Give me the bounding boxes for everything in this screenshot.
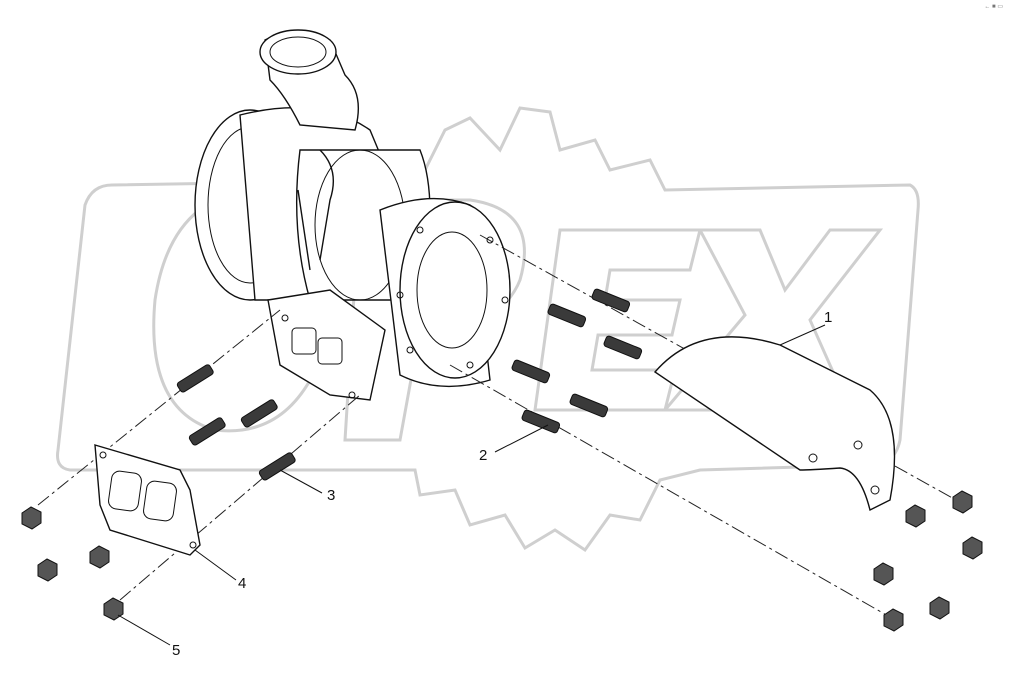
corner-mark: ← ■ ▭ <box>984 4 1003 10</box>
stud <box>603 335 643 360</box>
stud <box>240 399 278 428</box>
studs <box>176 288 643 481</box>
nut <box>883 608 904 632</box>
stud <box>521 409 561 434</box>
leader-5 <box>117 614 171 646</box>
callout-5: 5 <box>172 642 180 659</box>
turbocharger-assembly <box>194 29 511 401</box>
stud <box>591 288 631 313</box>
leader-1 <box>779 324 826 346</box>
nut <box>929 596 950 620</box>
stud <box>258 452 296 481</box>
callout-2: 2 <box>479 447 487 464</box>
nut <box>21 506 42 530</box>
gasket <box>94 444 201 556</box>
callout-4: 4 <box>238 575 246 592</box>
nut <box>962 536 983 560</box>
nut <box>952 490 973 514</box>
leader-4 <box>194 549 237 581</box>
nut <box>103 597 124 621</box>
leader-3 <box>279 469 323 494</box>
callout-1: 1 <box>824 309 832 326</box>
nut <box>89 545 110 569</box>
nut <box>905 504 926 528</box>
stud <box>188 417 226 446</box>
stud <box>176 364 214 393</box>
stud <box>569 393 609 418</box>
callout-leaders <box>117 324 826 646</box>
nuts <box>21 490 983 632</box>
stud <box>511 359 551 384</box>
watermark-gear <box>56 106 920 553</box>
heat-shield <box>653 336 896 512</box>
callout-3: 3 <box>327 487 335 504</box>
nut <box>873 562 894 586</box>
leader-2 <box>494 424 549 453</box>
stud <box>547 303 587 328</box>
nut <box>37 558 58 582</box>
